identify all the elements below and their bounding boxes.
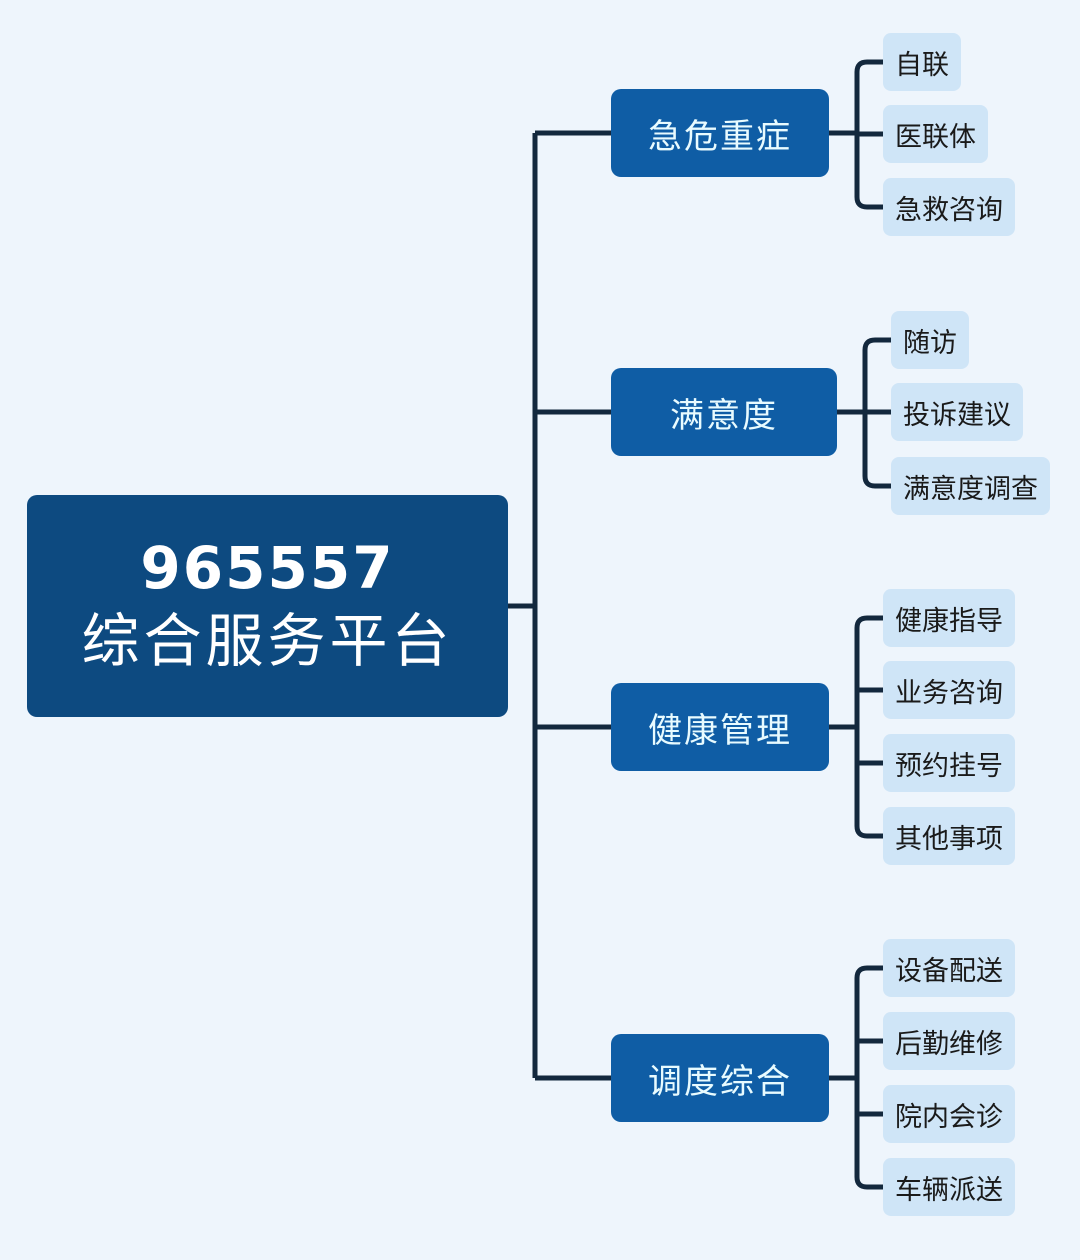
leaf-node: 院内会诊 xyxy=(883,1085,1015,1143)
branch-node: 满意度 xyxy=(611,368,837,456)
bracket xyxy=(854,615,883,839)
leaf-node: 医联体 xyxy=(883,105,988,163)
bracket xyxy=(854,965,883,1190)
leaf-node: 随访 xyxy=(891,311,969,369)
leaf-node: 预约挂号 xyxy=(883,734,1015,792)
leaf-node: 急救咨询 xyxy=(883,178,1015,236)
leaf-node: 后勤维修 xyxy=(883,1012,1015,1070)
root-node: 965557 综合服务平台 xyxy=(27,495,508,717)
leaf-node: 设备配送 xyxy=(883,939,1015,997)
root-title: 综合服务平台 xyxy=(81,607,454,675)
leaf-node: 投诉建议 xyxy=(891,383,1023,441)
root-number: 965557 xyxy=(140,534,395,602)
leaf-node: 满意度调查 xyxy=(891,457,1050,515)
leaf-node: 车辆派送 xyxy=(883,1158,1015,1216)
branch-node: 急危重症 xyxy=(611,89,829,177)
leaf-node: 其他事项 xyxy=(883,807,1015,865)
leaf-node: 健康指导 xyxy=(883,589,1015,647)
branch-node: 健康管理 xyxy=(611,683,829,771)
leaf-node: 自联 xyxy=(883,33,961,91)
branch-node: 调度综合 xyxy=(611,1034,829,1122)
leaf-node: 业务咨询 xyxy=(883,661,1015,719)
